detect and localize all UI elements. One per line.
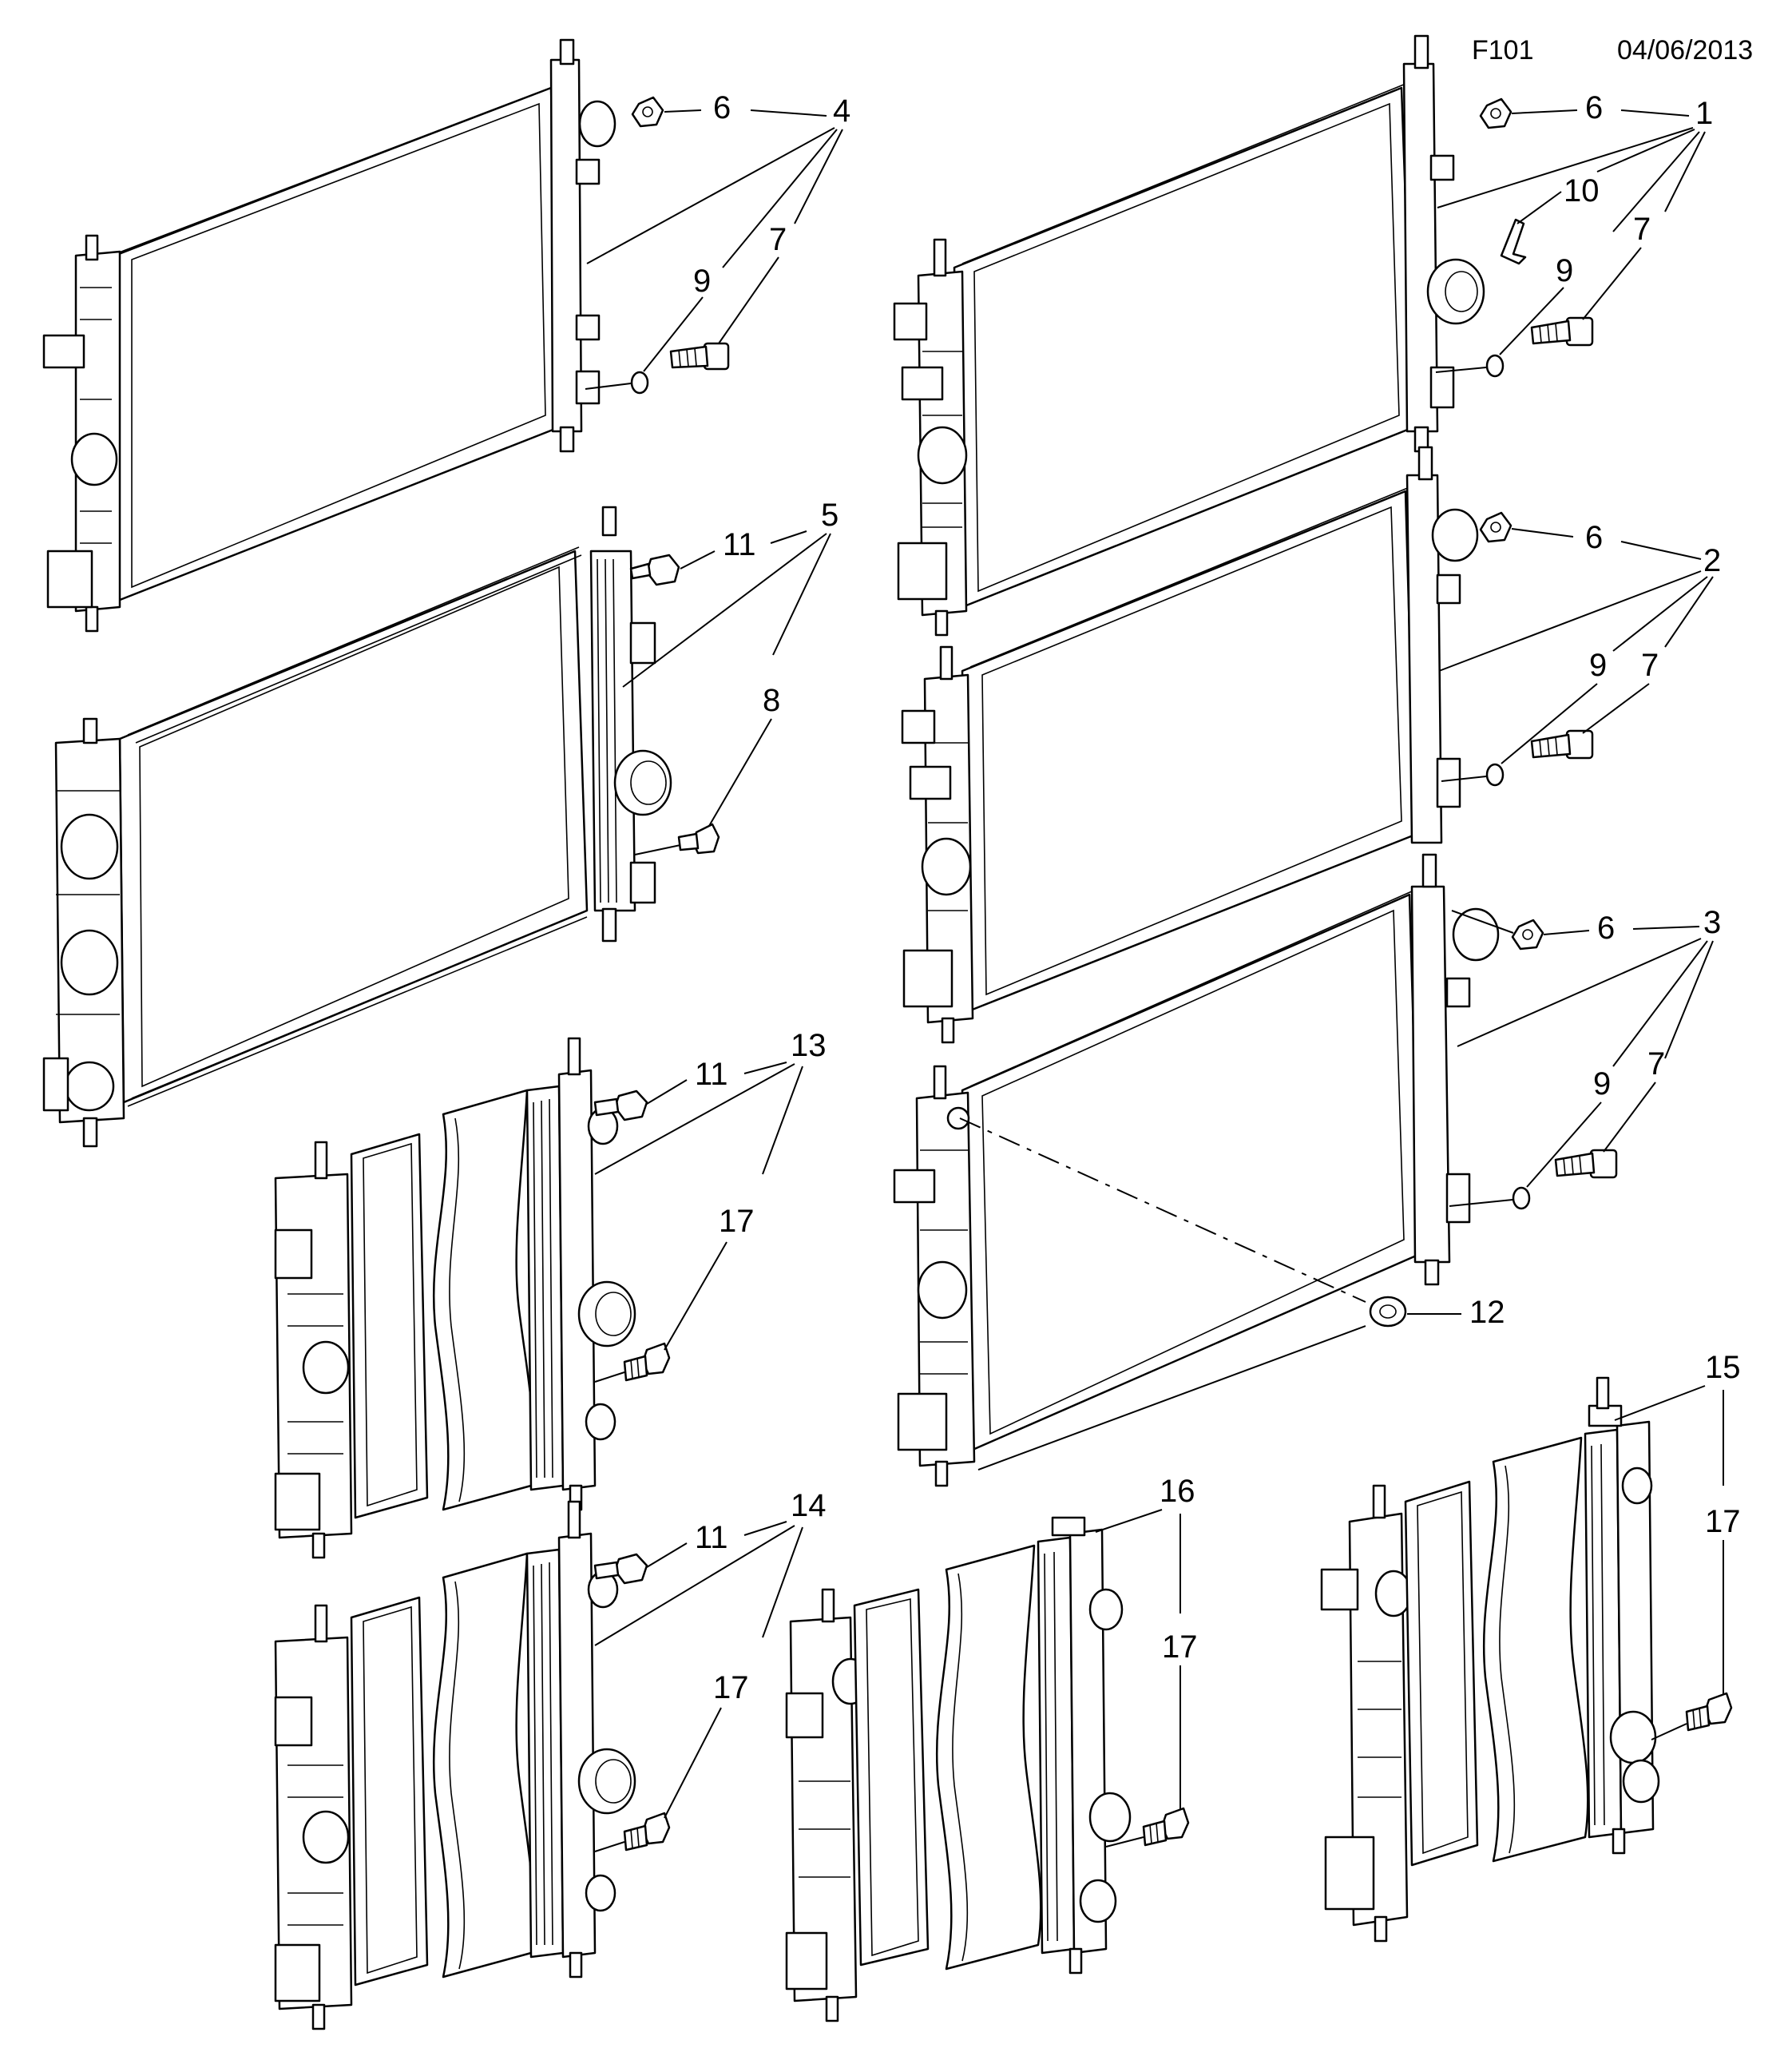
bolt-6-d (1511, 919, 1544, 951)
callout-7-a: 7 (769, 222, 787, 257)
callout-4: 4 (833, 93, 850, 129)
bolt-11-a (629, 554, 680, 586)
callout-12: 12 (1469, 1295, 1505, 1330)
drain-plug-7-a (669, 342, 730, 371)
nut-12 (1369, 1296, 1407, 1328)
callout-17-c: 17 (1162, 1629, 1198, 1665)
callout-5: 5 (821, 498, 839, 533)
drain-plug-7-b (1530, 316, 1594, 347)
callout-7-d: 7 (1647, 1046, 1665, 1082)
callout-17-d: 17 (1705, 1504, 1741, 1539)
radiator-15-exploded (1320, 1376, 1660, 1943)
radiator-1 (893, 34, 1485, 637)
callout-6-c: 6 (1585, 520, 1603, 555)
callout-14: 14 (791, 1488, 827, 1523)
diagram-date: 04/06/2013 (1617, 35, 1753, 65)
seal-ring-9-b (1485, 354, 1505, 378)
seal-ring-9-d (1512, 1186, 1531, 1210)
radiator-4 (42, 38, 616, 633)
callout-9-c: 9 (1589, 648, 1607, 683)
radiator-3 (893, 853, 1500, 1487)
drain-plug-7-d (1554, 1149, 1618, 1179)
callout-1: 1 (1695, 96, 1713, 131)
callout-13: 13 (791, 1028, 827, 1063)
callout-11-a: 11 (723, 527, 756, 562)
bolt-6-a (631, 96, 664, 128)
seal-ring-9-c (1485, 763, 1505, 787)
bolt-6-c (1479, 511, 1512, 543)
callout-15: 15 (1705, 1350, 1741, 1385)
callout-11-c: 11 (695, 1520, 728, 1555)
callout-6-d: 6 (1597, 911, 1615, 946)
callout-10: 10 (1564, 173, 1600, 208)
drain-plug-7-c (1530, 729, 1594, 760)
bolt-6-b (1479, 97, 1512, 129)
diagram-code: F101 (1472, 35, 1534, 65)
radiator-5 (42, 506, 672, 1148)
callout-17-a: 17 (719, 1204, 755, 1239)
seal-ring-9-a (630, 371, 649, 395)
radiator-2 (901, 446, 1479, 1044)
clip-10 (1500, 218, 1527, 265)
callout-6-a: 6 (713, 90, 731, 125)
callout-8: 8 (763, 683, 780, 718)
callout-16: 16 (1160, 1474, 1195, 1509)
callout-7-c: 7 (1641, 648, 1659, 683)
callout-2: 2 (1703, 543, 1721, 578)
callout-3: 3 (1703, 905, 1721, 940)
callout-17-b: 17 (713, 1670, 749, 1705)
callout-9-b: 9 (1556, 253, 1573, 288)
callout-9-d: 9 (1593, 1066, 1611, 1101)
callout-6-b: 6 (1585, 90, 1603, 125)
drain-plug-17-a (623, 1342, 671, 1382)
radiator-16-exploded (785, 1516, 1132, 2022)
drain-plug-17-b (623, 1812, 671, 1852)
drain-plug-17-d (1685, 1692, 1733, 1732)
drain-plug-17-c (1142, 1807, 1190, 1847)
bolt-11-b (593, 1089, 648, 1121)
radiator-13-exploded (274, 1037, 636, 1559)
callout-9-a: 9 (693, 264, 711, 299)
bolt-11-c (593, 1553, 648, 1585)
drain-plug-8 (677, 823, 720, 855)
callout-11-b: 11 (695, 1057, 728, 1092)
callout-7-b: 7 (1633, 212, 1651, 247)
radiator-14-exploded (274, 1500, 636, 2030)
